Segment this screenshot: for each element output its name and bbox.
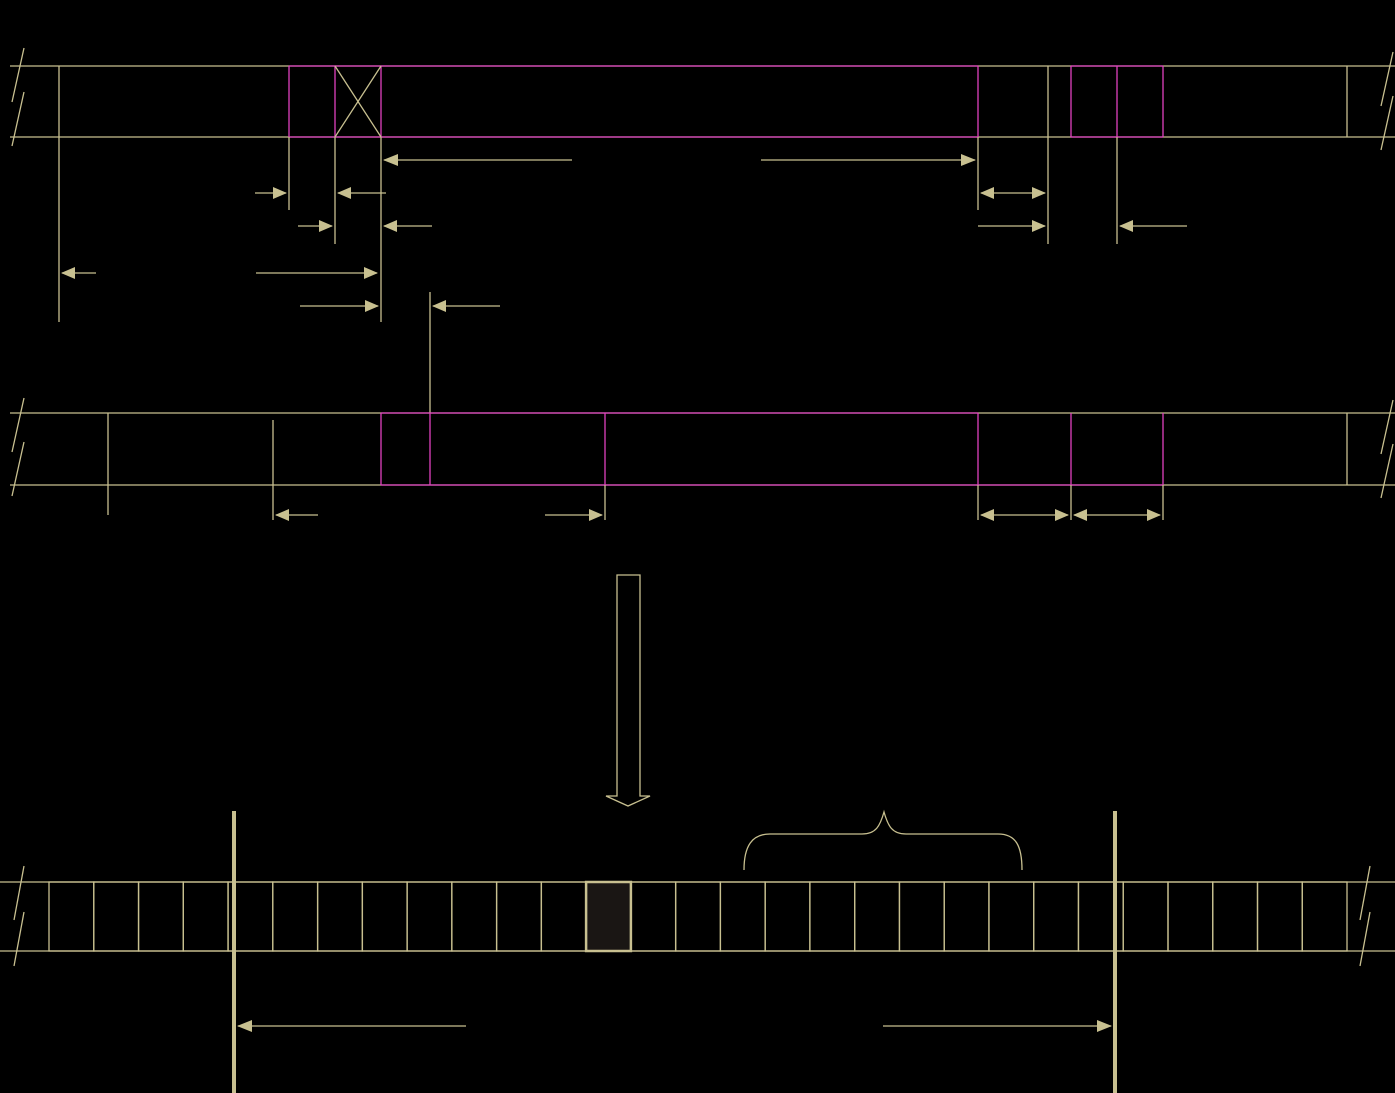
strip-cell: [406, 881, 453, 952]
curly-brace-icon: [743, 809, 1023, 871]
break-mark-icon: [11, 47, 25, 147]
strip-cell: [495, 881, 543, 952]
dimension-arrow-icon: [980, 187, 1046, 199]
dimension-arrow-icon: [978, 220, 1187, 232]
middle-strip: [10, 397, 1395, 521]
strip-cell: [630, 881, 677, 952]
strip-cell: [988, 881, 1035, 952]
strip-cell: [809, 881, 856, 952]
middle-highlight-segment: [380, 412, 1164, 486]
strip-cell: [1256, 881, 1303, 952]
strip-cell: [540, 881, 587, 952]
dimension-arrow-icon: [255, 187, 386, 199]
strip-cell: [898, 881, 945, 952]
strip-cell: [1212, 881, 1259, 952]
strip-cell: [137, 881, 184, 952]
strip-cell: [719, 881, 766, 952]
top-right-boxes: [1047, 65, 1164, 138]
dimension-arrow-icon: [298, 220, 432, 232]
strip-cell: [764, 881, 811, 952]
break-mark-icon: [13, 865, 25, 967]
top-strip: [10, 47, 1395, 413]
break-mark-icon: [1380, 51, 1394, 151]
dimension-arrow-icon: [1073, 509, 1161, 521]
strip-cell: [1301, 881, 1348, 952]
dimension-arrow-icon: [61, 267, 378, 279]
strip-cell: [451, 881, 498, 952]
break-mark-icon: [1380, 399, 1394, 499]
strip-cell: [943, 881, 990, 952]
dimension-arrow-icon: [980, 509, 1069, 521]
strip-cell: [93, 881, 140, 952]
down-arrow-icon: [605, 574, 651, 807]
strip-cell: [182, 881, 229, 952]
strip-cell: [272, 881, 319, 952]
cell-row: [48, 880, 1348, 953]
strip-cell: [674, 881, 722, 952]
strip-cell: [1033, 881, 1080, 952]
strip-cell: [854, 881, 901, 952]
break-mark-icon: [11, 397, 25, 497]
highlighted-cell: [584, 880, 633, 953]
dimension-arrow-icon: [300, 300, 500, 312]
dimension-arrow-icon: [237, 1020, 1112, 1032]
bottom-cell-strip: [0, 809, 1395, 1093]
break-mark-icon: [1359, 865, 1371, 967]
strip-cell: [48, 881, 95, 952]
cross-box: [334, 65, 382, 138]
strip-cell: [361, 881, 408, 952]
strip-cell: [316, 881, 364, 952]
dimension-arrow-icon: [275, 509, 603, 521]
strip-cell: [1122, 881, 1169, 952]
top-highlight-segment: [288, 65, 979, 138]
strip-cell: [1167, 881, 1214, 952]
dimension-arrow-icon: [383, 154, 976, 166]
